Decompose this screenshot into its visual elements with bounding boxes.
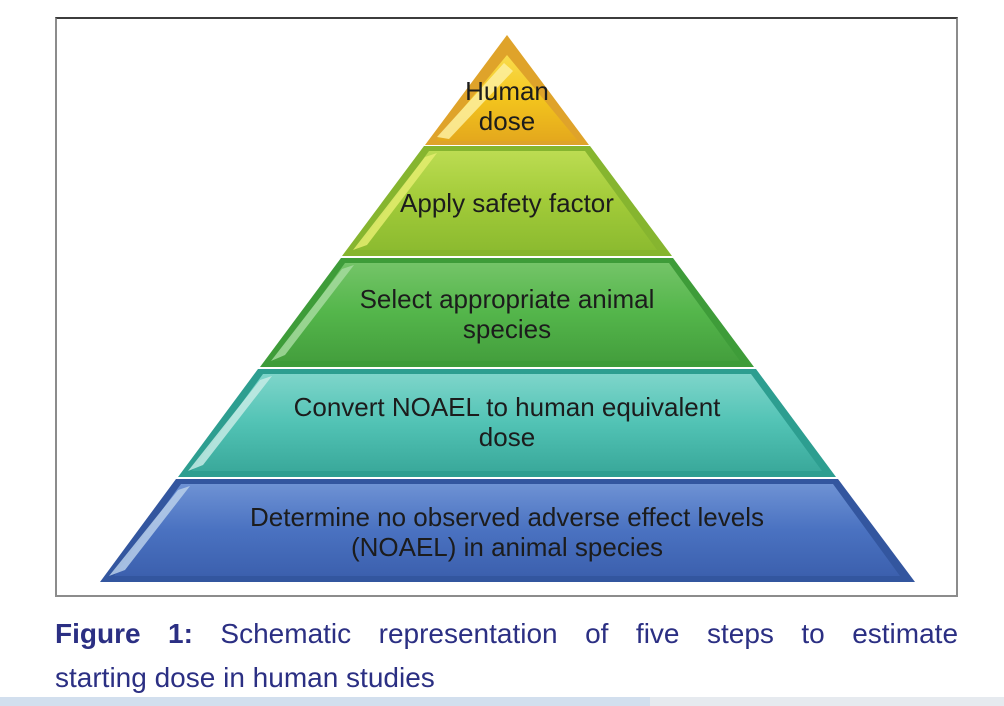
figure-caption-line2: starting dose in human studies [55, 662, 435, 693]
level-highlight [353, 153, 437, 250]
level-inner-shape [274, 263, 740, 361]
pyramid-level-human-dose: Human dose [425, 35, 589, 145]
level-text-line: (NOAEL) in animal species [351, 532, 663, 562]
level-highlight [271, 265, 354, 361]
level-highlight [109, 486, 190, 576]
level-inner-shape [357, 151, 657, 250]
level-text-line: Determine no observed adverse effect lev… [250, 502, 764, 532]
footer-divider-right-segment [650, 697, 1004, 706]
pyramid-diagram: Human dose Apply safety factor Select ap… [100, 35, 915, 582]
pyramid-level-select-species: Select appropriate animal species [260, 258, 754, 367]
figure-caption-label: Figure 1: [55, 618, 193, 649]
level-text-line: Human [465, 76, 549, 106]
level-text-line: dose [479, 106, 535, 136]
level-inner-shape [192, 374, 822, 471]
figure-caption-text: Schematic representation of five steps t… [220, 618, 959, 649]
level-text-line: species [463, 314, 551, 344]
level-text-line: Select appropriate animal [360, 284, 655, 314]
level-highlight [437, 63, 513, 139]
level-text-line: Apply safety factor [400, 188, 614, 218]
level-inner-shape [114, 484, 900, 576]
level-text-line: dose [479, 422, 535, 452]
level-highlight [188, 376, 272, 471]
level-text-line: Convert NOAEL to human equivalent [294, 392, 722, 422]
level-inner-shape [436, 55, 578, 141]
pyramid-level-convert-noael: Convert NOAEL to human equivalent dose [178, 369, 836, 477]
figure-caption-line1: Figure 1: Schematic representation of fi… [55, 612, 958, 656]
pyramid-level-determine-noael: Determine no observed adverse effect lev… [100, 479, 915, 582]
footer-divider-left-segment [0, 697, 650, 706]
pyramid-level-apply-safety-factor: Apply safety factor [342, 146, 672, 256]
footer-divider-bar [0, 697, 1004, 706]
figure-caption: Figure 1: Schematic representation of fi… [55, 612, 958, 700]
figure-box: Human dose Apply safety factor Select ap… [55, 17, 958, 597]
